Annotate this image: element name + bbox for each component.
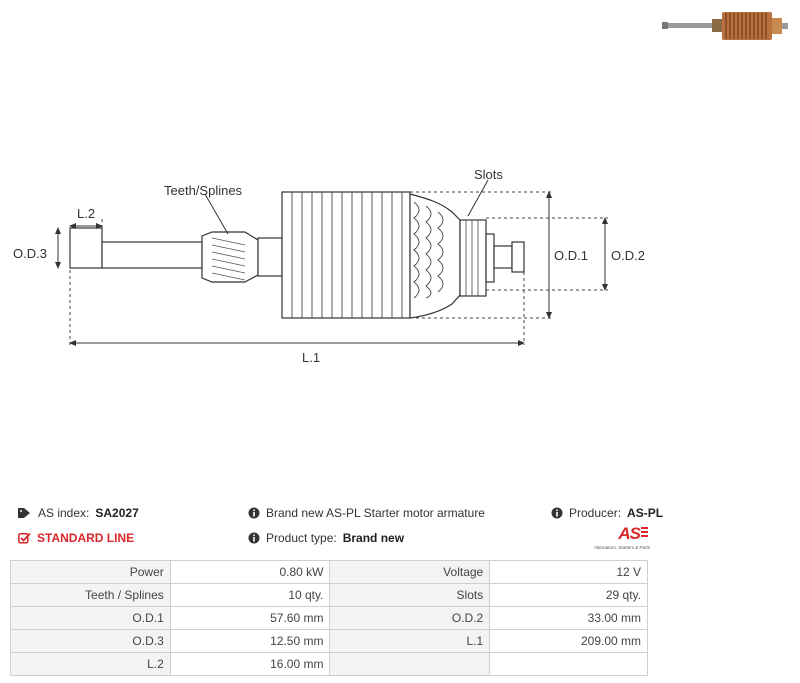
product-type-value: Brand new — [342, 531, 405, 545]
table-row: O.D.3 12.50 mm L.1 209.00 mm — [10, 629, 648, 653]
core — [281, 191, 411, 319]
spec-label: O.D.3 — [10, 629, 171, 653]
logo-tagline: Alternators, Starters & Parts — [593, 545, 650, 550]
label-od3: O.D.3 — [13, 246, 47, 261]
logo-text: AS — [618, 524, 641, 543]
table-row: O.D.1 57.60 mm O.D.2 33.00 mm — [10, 606, 648, 630]
as-pl-logo: AS Alternators, Starters & Parts — [586, 524, 650, 554]
spec-value: 33.00 mm — [489, 606, 648, 630]
label-teeth-splines: Teeth/Splines — [164, 183, 243, 198]
spec-value: 12 V — [489, 560, 648, 584]
label-slots: Slots — [474, 167, 503, 182]
spec-value: 16.00 mm — [169, 652, 331, 676]
spec-value: 0.80 kW — [169, 560, 331, 584]
producer-label: Producer: — [569, 506, 622, 520]
description-text: Brand new AS-PL Starter motor armature — [266, 506, 485, 520]
specs-table: Power 0.80 kW Voltage 12 V Teeth / Splin… — [10, 560, 648, 676]
spec-label: O.D.2 — [329, 606, 491, 630]
spec-value — [489, 652, 648, 676]
spec-value: 57.60 mm — [169, 606, 331, 630]
spec-label: O.D.1 — [10, 606, 171, 630]
producer: Producer: AS-PL — [551, 506, 663, 520]
spec-label: Power — [10, 560, 171, 584]
logo-bars — [641, 527, 648, 539]
info-icon — [248, 507, 260, 519]
spec-label: Voltage — [329, 560, 491, 584]
table-row: Power 0.80 kW Voltage 12 V — [10, 560, 648, 584]
shaft — [69, 227, 259, 283]
tags-icon — [18, 508, 30, 518]
producer-value: AS-PL — [627, 506, 664, 520]
armature-diagram: Teeth/Splines Slots L.2 O.D.3 O.D.1 O.D.… — [13, 167, 645, 365]
label-od1: O.D.1 — [554, 248, 588, 263]
product-type: Product type: Brand new — [248, 531, 404, 545]
product-thumbnail — [662, 12, 788, 40]
splines — [211, 237, 246, 281]
label-l2: L.2 — [77, 206, 95, 221]
spec-label: Teeth / Splines — [10, 583, 171, 607]
spec-label: L.1 — [329, 629, 491, 653]
product-line: STANDARD LINE — [18, 531, 134, 545]
as-index-label: AS index: — [38, 506, 90, 520]
info-icon — [248, 532, 260, 544]
product-type-label: Product type: — [266, 531, 337, 545]
spec-value: 12.50 mm — [169, 629, 331, 653]
label-od2: O.D.2 — [611, 248, 645, 263]
table-row: L.2 16.00 mm — [10, 652, 648, 676]
spec-value: 209.00 mm — [489, 629, 648, 653]
commutator — [459, 219, 487, 297]
spec-label — [329, 652, 491, 676]
as-index-value: SA2027 — [95, 506, 139, 520]
spec-label: Slots — [329, 583, 491, 607]
standard-line-label: STANDARD LINE — [37, 531, 135, 545]
as-index: AS index: SA2027 — [18, 506, 139, 520]
spec-value: 10 qty. — [169, 583, 331, 607]
spec-value: 29 qty. — [489, 583, 648, 607]
table-row: Teeth / Splines 10 qty. Slots 29 qty. — [10, 583, 648, 607]
label-l1: L.1 — [302, 350, 320, 365]
description: Brand new AS-PL Starter motor armature — [248, 506, 485, 520]
spec-label: L.2 — [10, 652, 171, 676]
checkbox-icon — [18, 532, 31, 544]
info-icon — [551, 507, 563, 519]
